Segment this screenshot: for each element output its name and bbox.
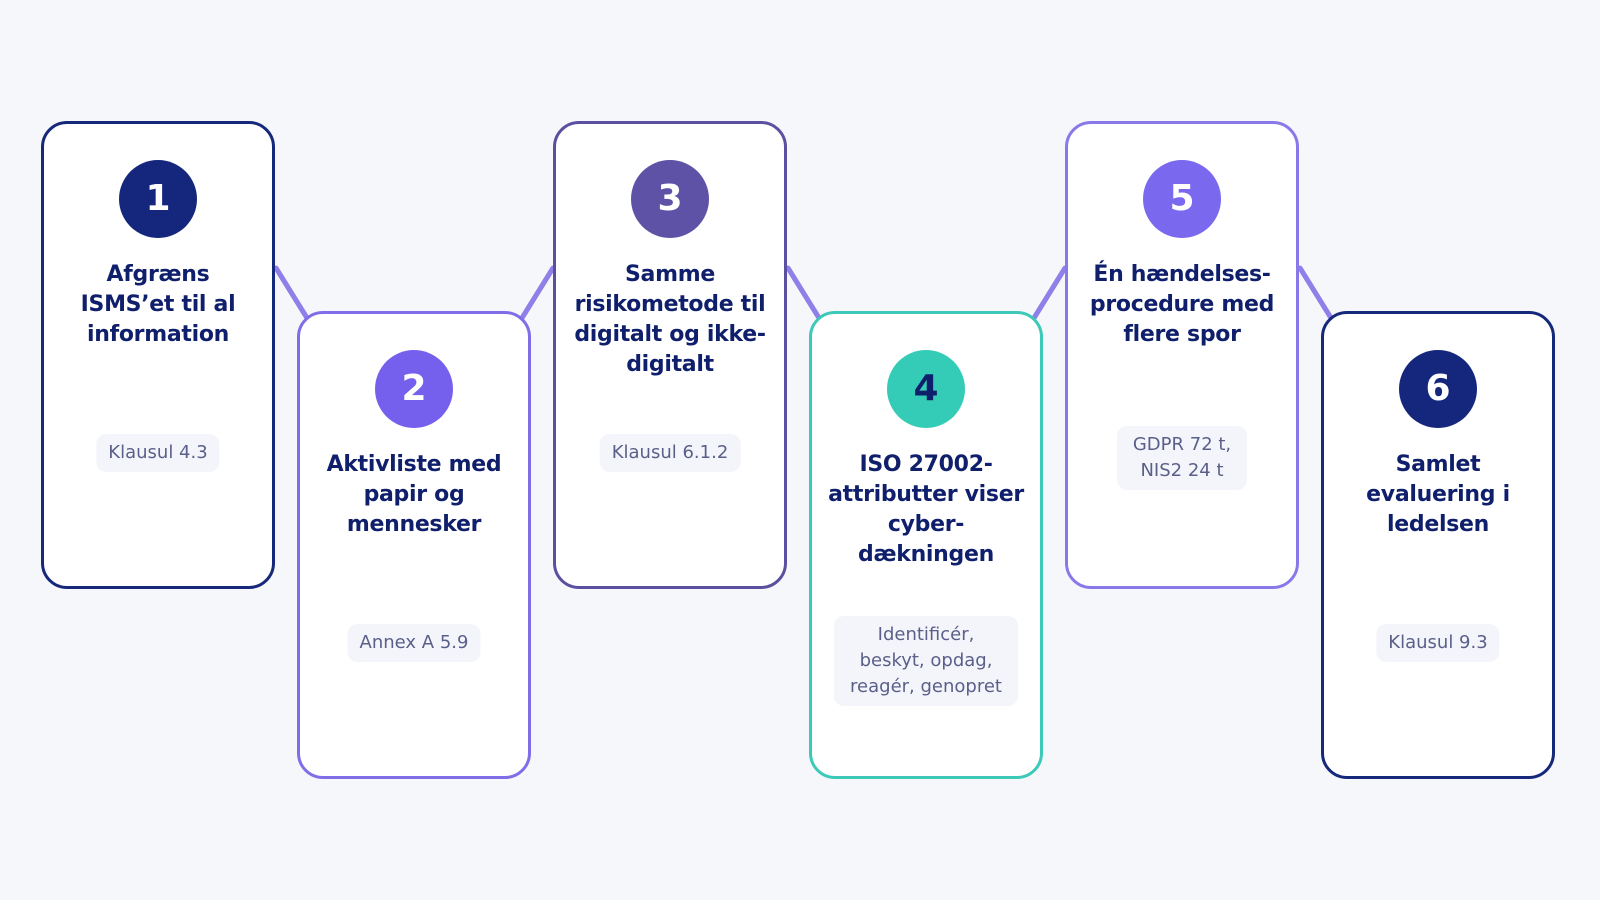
- step-card-4: 4 ISO 27002-attributter viser cyber-dækn…: [809, 311, 1043, 779]
- step-card-2: 2 Aktivliste med papir og mennesker Anne…: [297, 311, 531, 779]
- step-number-badge: 3: [631, 160, 709, 238]
- step-reference: Klausul 6.1.2: [599, 434, 741, 472]
- step-card-1: 1 Afgræns ISMS’et til al information Kla…: [41, 121, 275, 589]
- step-title: Samme risikometode til digitalt og ikke-…: [574, 262, 766, 377]
- step-title: Samlet evaluering i ledelsen: [1366, 452, 1510, 537]
- step-card-3: 3 Samme risikometode til digitalt og ikk…: [553, 121, 787, 589]
- step-number-badge: 6: [1399, 350, 1477, 428]
- step-title: Én hændelses-procedure med flere spor: [1089, 262, 1275, 347]
- step-title: ISO 27002-attributter viser cyber-dæknin…: [828, 452, 1024, 567]
- step-number-badge: 5: [1143, 160, 1221, 238]
- step-reference: Identificér, beskyt, opdag, reagér, geno…: [834, 616, 1018, 706]
- connector-3-4: [785, 265, 822, 321]
- connector-5-6: [1297, 265, 1334, 321]
- step-card-6: 6 Samlet evaluering i ledelsen Klausul 9…: [1321, 311, 1555, 779]
- step-title: Aktivliste med papir og mennesker: [326, 452, 502, 537]
- connector-2-3: [519, 265, 556, 321]
- connector-1-2: [273, 265, 310, 321]
- step-number-badge: 2: [375, 350, 453, 428]
- connector-4-5: [1031, 265, 1068, 321]
- step-number-badge: 1: [119, 160, 197, 238]
- step-reference: Klausul 4.3: [96, 434, 220, 472]
- step-title: Afgræns ISMS’et til al information: [80, 262, 236, 347]
- step-reference: Annex A 5.9: [347, 624, 481, 662]
- step-number-badge: 4: [887, 350, 965, 428]
- step-reference: GDPR 72 t, NIS2 24 t: [1117, 426, 1247, 490]
- step-card-5: 5 Én hændelses-procedure med flere spor …: [1065, 121, 1299, 589]
- step-reference: Klausul 9.3: [1376, 624, 1500, 662]
